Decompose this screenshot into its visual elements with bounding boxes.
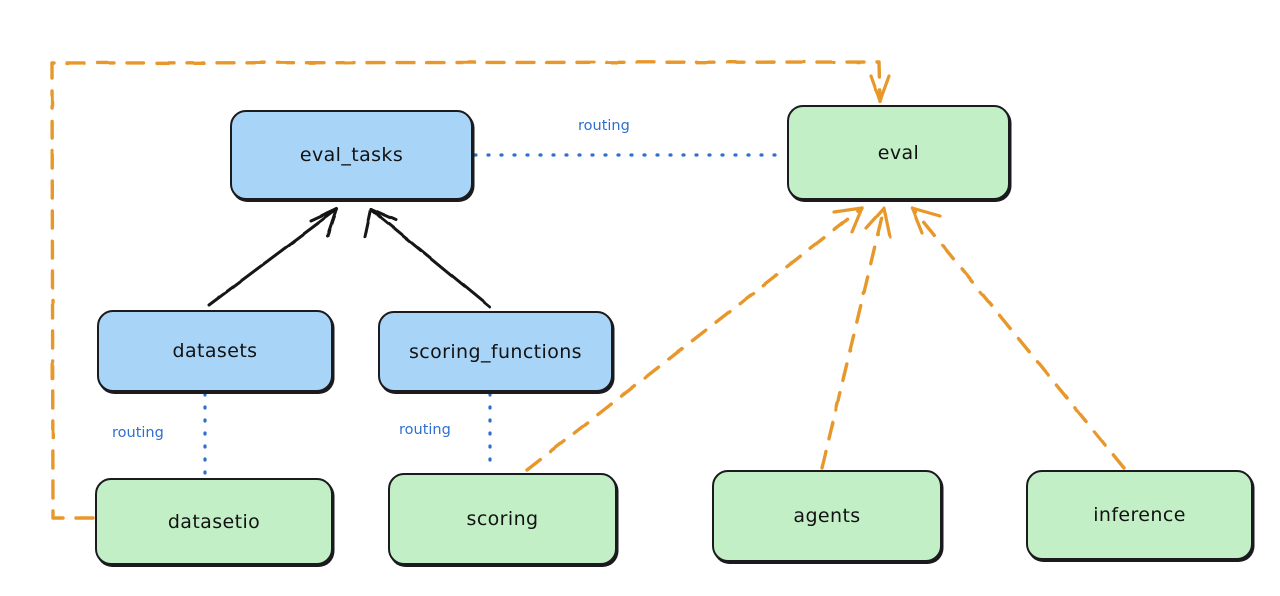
node-label-scoring: scoring bbox=[466, 508, 539, 530]
node-inference[interactable]: inference bbox=[1026, 470, 1253, 560]
node-scoring-functions[interactable]: scoring_functions bbox=[378, 311, 613, 392]
edge-scoring-functions-to-eval-tasks bbox=[363, 207, 492, 309]
node-label-inference: inference bbox=[1093, 504, 1186, 526]
node-label-scoring-functions: scoring_functions bbox=[409, 340, 582, 363]
edge-label-routing-eval-tasks-eval: routing bbox=[578, 118, 630, 134]
edge-inference-to-eval-dependency bbox=[910, 206, 1126, 470]
node-eval[interactable]: eval bbox=[787, 105, 1010, 200]
node-scoring[interactable]: scoring bbox=[388, 473, 617, 565]
node-label-eval: eval bbox=[877, 141, 920, 164]
node-label-datasetio: datasetio bbox=[167, 510, 261, 533]
node-agents[interactable]: agents bbox=[712, 470, 942, 562]
edge-label-routing-scoring-functions-scoring: routing bbox=[399, 422, 451, 438]
node-label-datasets: datasets bbox=[172, 340, 258, 362]
edge-label-routing-datasets-datasetio: routing bbox=[112, 425, 164, 441]
node-eval-tasks[interactable]: eval_tasks bbox=[230, 110, 473, 200]
node-label-eval-tasks: eval_tasks bbox=[299, 144, 404, 166]
node-label-agents: agents bbox=[793, 505, 861, 527]
node-datasetio[interactable]: datasetio bbox=[95, 478, 333, 565]
edge-agents-to-eval-dependency bbox=[820, 206, 892, 470]
edge-datasets-to-eval-tasks bbox=[207, 207, 339, 307]
node-datasets[interactable]: datasets bbox=[97, 310, 333, 392]
